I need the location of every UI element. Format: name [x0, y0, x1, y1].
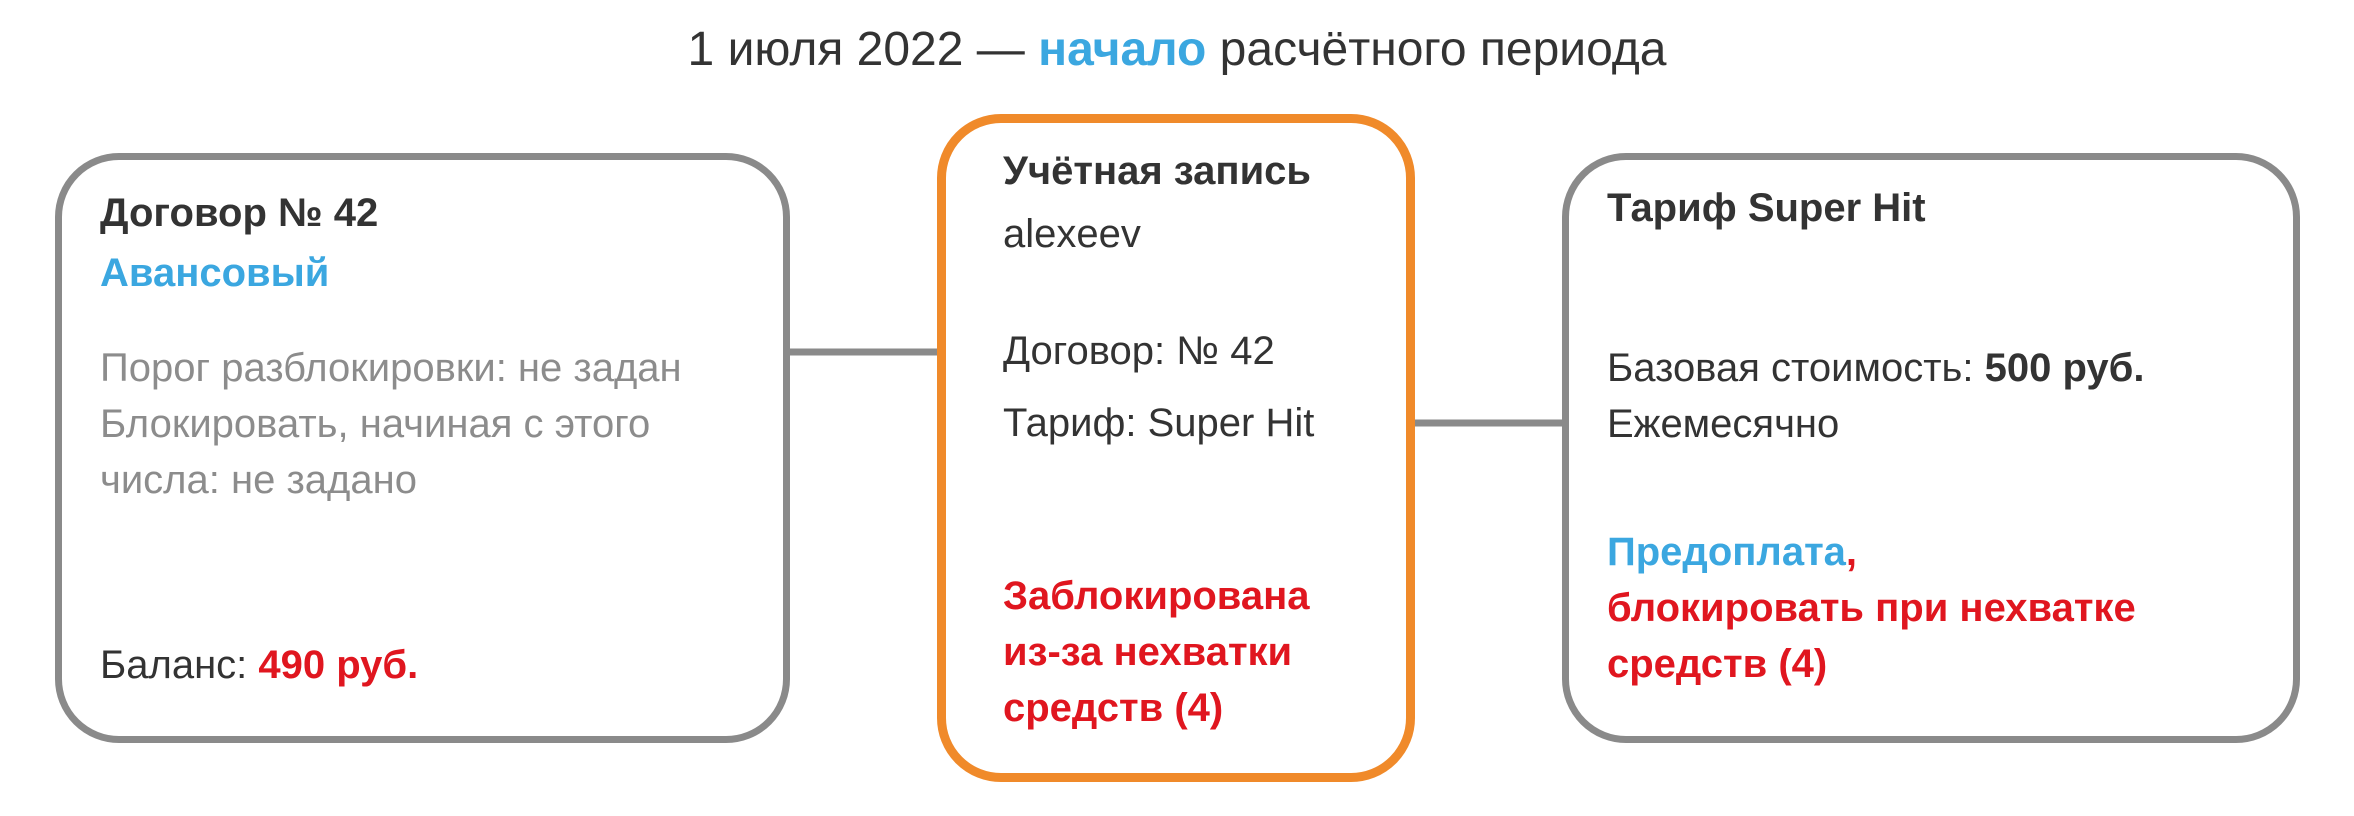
- period-start-heading: 1 июля 2022 — начало расчётного периода: [0, 22, 2354, 77]
- unblock-threshold: Порог разблокировки: не задан: [100, 346, 682, 390]
- tariff-block-rule-line-2: средств (4): [1607, 642, 1828, 686]
- contract-card: [55, 153, 790, 743]
- base-cost-label: Базовая стоимость:: [1607, 346, 1985, 390]
- heading-highlight: начало: [1038, 23, 1207, 76]
- balance: Баланс: 490 руб.: [100, 637, 418, 693]
- balance-label: Баланс:: [100, 643, 259, 687]
- heading-suffix: расчётного периода: [1206, 23, 1667, 76]
- tariff-base-cost: Базовая стоимость: 500 руб.: [1607, 340, 2144, 396]
- account-title: Учётная запись: [1003, 149, 1311, 193]
- account-status-line-3: средств (4): [1003, 686, 1224, 730]
- account-tariff: Тариф: Super Hit: [1003, 401, 1315, 445]
- account-contract: Договор: № 42: [1003, 329, 1275, 373]
- tariff-title: Тариф Super Hit: [1607, 186, 1926, 230]
- prepay-comma: ,: [1845, 530, 1858, 574]
- tariff-prepay: Предоплата,: [1607, 524, 1857, 580]
- account-login: alexeev: [1003, 212, 1141, 256]
- block-from-date-line-2: числа: не задано: [100, 458, 417, 502]
- tariff-period: Ежемесячно: [1607, 402, 1840, 446]
- base-cost-value: 500 руб.: [1984, 346, 2145, 390]
- balance-value: 490 руб.: [258, 643, 419, 687]
- block-from-date-line-1: Блокировать, начиная с этого: [100, 402, 651, 446]
- account-card: [937, 114, 1415, 782]
- tariff-block-rule-line-1: блокировать при нехватке: [1607, 586, 2136, 630]
- account-status-line-2: из-за нехватки: [1003, 630, 1293, 674]
- heading-date: 1 июля 2022 —: [687, 23, 1039, 76]
- contract-title: Договор № 42: [100, 191, 379, 235]
- tariff-card: [1562, 153, 2300, 743]
- prepay-label: Предоплата: [1607, 530, 1846, 574]
- contract-type: Авансовый: [100, 251, 330, 295]
- account-status-line-1: Заблокирована: [1003, 574, 1310, 618]
